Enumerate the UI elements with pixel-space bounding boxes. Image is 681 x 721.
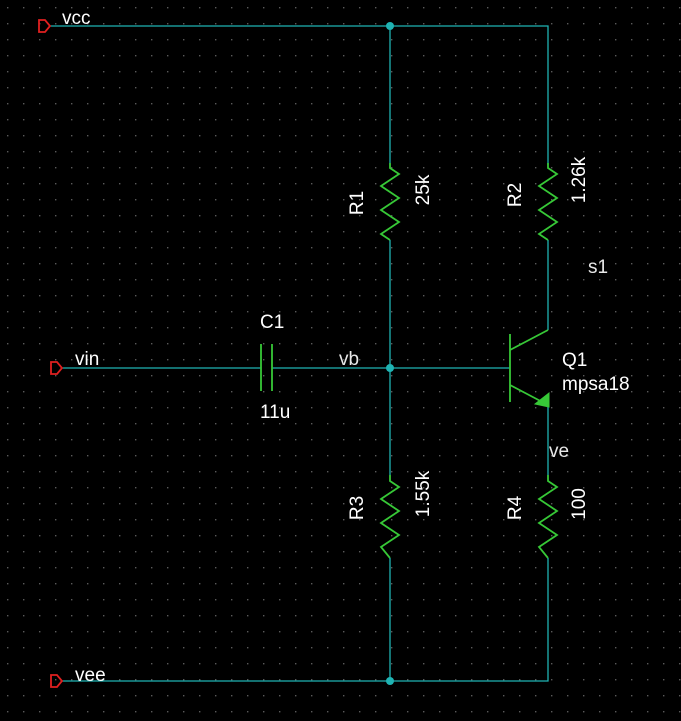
port-vee-label: vee — [75, 665, 106, 686]
resistor-r3-ref: R3 — [347, 496, 368, 520]
resistor-r2-value: 1.26k — [569, 156, 590, 203]
net-label-ve: ve — [549, 441, 569, 462]
resistor-r3[interactable]: R3 1.55k — [347, 470, 434, 559]
port-vcc-label: vcc — [62, 8, 91, 29]
wire-vee-rail[interactable] — [62, 558, 549, 682]
capacitor-c1-value: 11u — [260, 402, 290, 423]
resistor-r1-body — [379, 163, 401, 241]
port-vin-label: vin — [75, 349, 99, 370]
wire-vcc-rail[interactable] — [50, 25, 549, 165]
resistor-r4-ref: R4 — [505, 495, 526, 520]
resistor-r4[interactable]: R4 100 — [505, 475, 590, 559]
input-port-icon — [50, 361, 64, 375]
transistor-q1-collector — [509, 329, 549, 351]
junction-dot-icon — [386, 22, 394, 30]
resistor-r4-value: 100 — [569, 488, 590, 520]
resistor-r2[interactable]: R2 1.26k — [505, 156, 590, 241]
transistor-q1-value: mpsa18 — [562, 374, 630, 395]
resistor-r3-body — [379, 475, 401, 559]
port-vee[interactable]: vee — [50, 665, 106, 688]
port-vcc[interactable]: vcc — [38, 8, 91, 33]
junction-dot-icon — [386, 677, 394, 685]
capacitor-c1-ref: C1 — [260, 312, 284, 333]
transistor-q1-emitter-arrow-icon — [533, 391, 550, 408]
resistor-r1-value: 25k — [413, 174, 434, 205]
resistor-r1-ref: R1 — [347, 191, 368, 215]
transistor-q1[interactable]: Q1 mpsa18 — [509, 329, 630, 408]
capacitor-c1[interactable]: C1 11u — [260, 312, 290, 423]
resistor-r1[interactable]: R1 25k — [347, 163, 434, 241]
resistor-r2-ref: R2 — [505, 183, 526, 207]
junction-dot-icon — [386, 364, 394, 372]
wires — [50, 25, 549, 682]
resistor-r3-value: 1.55k — [413, 470, 434, 517]
input-port-icon — [50, 674, 64, 688]
resistor-r4-body — [537, 475, 559, 559]
net-label-s1: s1 — [588, 257, 608, 278]
port-vin[interactable]: vin — [50, 349, 99, 375]
transistor-q1-ref: Q1 — [562, 350, 587, 371]
input-port-icon — [38, 19, 52, 33]
net-label-vb: vb — [339, 349, 359, 370]
resistor-r2-body — [537, 163, 559, 241]
